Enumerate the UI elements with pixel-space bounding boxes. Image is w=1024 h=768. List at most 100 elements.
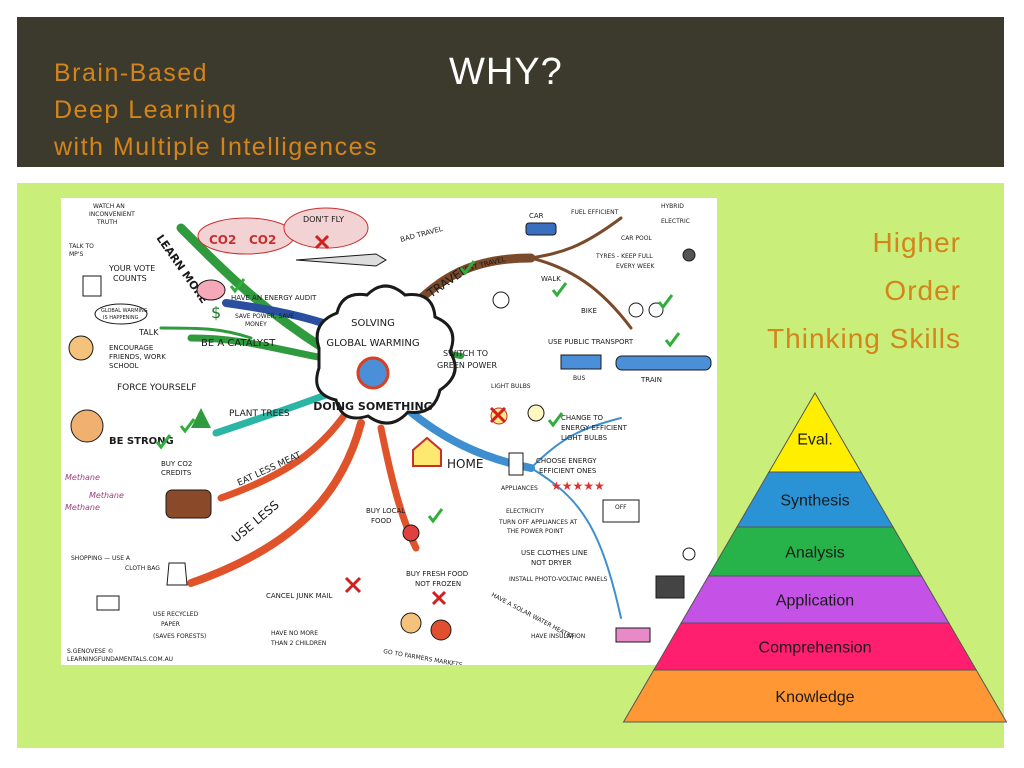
map-label: BE STRONG [109,436,174,447]
map-label: HYBRID [661,203,684,210]
map-label: HAVE INSULATION [531,633,585,640]
map-label: SAVE POWER, SAVE [235,313,294,320]
branch-label: GREEN POWER [437,361,497,370]
house-icon [412,436,442,467]
train-icon [615,355,712,371]
map-label: USE PUBLIC TRANSPORT [548,338,634,346]
map-label: Methane [89,491,124,500]
map-label: LIGHT BULBS [491,383,531,390]
airplane-icon [295,253,387,267]
dollar-icon: $ [211,303,221,322]
map-label: CHANGE TO [561,414,604,422]
map-label: EVERY WEEK [616,263,656,270]
map-label: NOT DRYER [531,559,572,567]
subtitle-line: Deep Learning [54,96,238,124]
map-label: ENERGY EFFICIENT [561,424,628,432]
branch-label: SWITCH TO [443,349,488,358]
map-label: IS HAPPENING [103,315,139,321]
star-rating-icon: ★★★★★ [551,479,605,493]
map-label: SCHOOL [109,362,139,370]
map-label: APPLIANCES [501,485,538,492]
map-label: TURN OFF APPLIANCES AT [498,519,578,526]
map-label: TALK TO [68,243,94,250]
car-icon [525,222,557,236]
map-label: BUY FRESH FOOD [406,570,468,578]
hots-heading: Higher Order Thinking Skills [767,219,961,363]
piggy-bank-icon [196,279,226,301]
map-label: ENCOURAGE [109,344,153,352]
center-cloud: SOLVING GLOBAL WARMING DOING SOMETHING [313,284,457,425]
map-label: TYRES - KEEP FULL [595,253,653,260]
fruit-basket-icon [430,619,452,641]
branch-use-less [187,419,365,587]
header-banner: Brain-Based Deep Learning with Multiple … [17,17,1004,167]
map-label: INSTALL PHOTO-VOLTAIC PANELS [509,576,608,583]
power-point-icon [602,499,640,523]
map-label: Methane [65,473,100,482]
branch-meat [217,409,350,502]
map-label: INCONVENIENT [89,211,135,218]
pyramid-level-label: Application [776,593,854,610]
map-label: THAN 2 CHILDREN [270,640,326,647]
smiley-icon [492,291,510,309]
map-label: EFFICIENT ONES [539,467,597,475]
bus-icon [560,354,602,370]
pyramid-level-label: Analysis [785,545,845,562]
map-label: CO2 [209,233,236,247]
slide-title: WHY? [449,51,563,93]
branch-label: HOME [447,457,483,471]
bicycle-icon [628,302,644,318]
insulation-icon [615,627,651,643]
map-label: CAR [529,212,544,220]
tree-icon [191,408,211,428]
subtitle-line: Brain-Based [54,59,209,87]
center-text: DOING SOMETHING [313,400,432,413]
map-label: FRIENDS, WORK [109,353,166,361]
map-label: CANCEL JUNK MAIL [266,592,332,600]
fridge-icon [508,452,524,476]
map-label: ELECTRIC [661,218,690,225]
check-mark-icons [155,260,681,524]
center-text: SOLVING [351,318,395,329]
map-label: CREDITS [161,469,192,477]
map-label: BIKE [581,307,597,315]
branch-learn-more [176,223,328,353]
map-label: YOUR VOTE [108,264,155,273]
map-label: LIGHT BULBS [561,434,608,442]
farmer-icon [400,612,422,634]
map-label: CAR POOL [621,235,652,242]
sun-icon [682,547,696,561]
map-label: MP'S [69,251,83,258]
hots-line: Higher [872,227,961,258]
speech-bubble-icon [94,303,148,325]
paper-icon [96,595,120,611]
map-label: S.GENOVESE © [67,648,114,655]
mind-map-image: SOLVING GLOBAL WARMING DOING SOMETHING L… [61,198,717,665]
pyramid-level [622,669,1008,723]
map-label: ELECTRICITY [506,508,544,515]
map-label: FUEL EFFICIENT [571,209,619,216]
hots-line: Thinking Skills [767,323,961,354]
cloth-bag-icon [166,562,188,586]
hots-line: Order [884,275,961,306]
pyramid-level-label: Knowledge [775,689,854,706]
vegetables-icon [402,524,420,542]
map-label: TRAIN [640,376,662,384]
solar-panel-icon [655,575,685,599]
slide-subtitle: Brain-Based Deep Learning with Multiple … [54,55,378,166]
map-label: THE POWER POINT [506,528,564,535]
map-label: BUY LOCAL [366,507,405,515]
light-bulb-icon [527,404,545,422]
map-label: GLOBAL WARMING [101,308,148,314]
cow-icon [165,489,212,519]
pyramid-level-label: Comprehension [759,640,872,657]
map-label: (SAVES FORESTS) [153,633,206,640]
map-label: FORCE YOURSELF [117,383,196,393]
branch-label: PLANT TREES [229,409,290,419]
map-label: USE CLOTHES LINE [521,549,588,557]
branch-label: BE A CATALYST [201,338,276,349]
map-label: TALK [138,328,159,337]
map-label: USE RECYCLED [153,611,199,618]
map-label: NOT FROZEN [415,580,461,588]
